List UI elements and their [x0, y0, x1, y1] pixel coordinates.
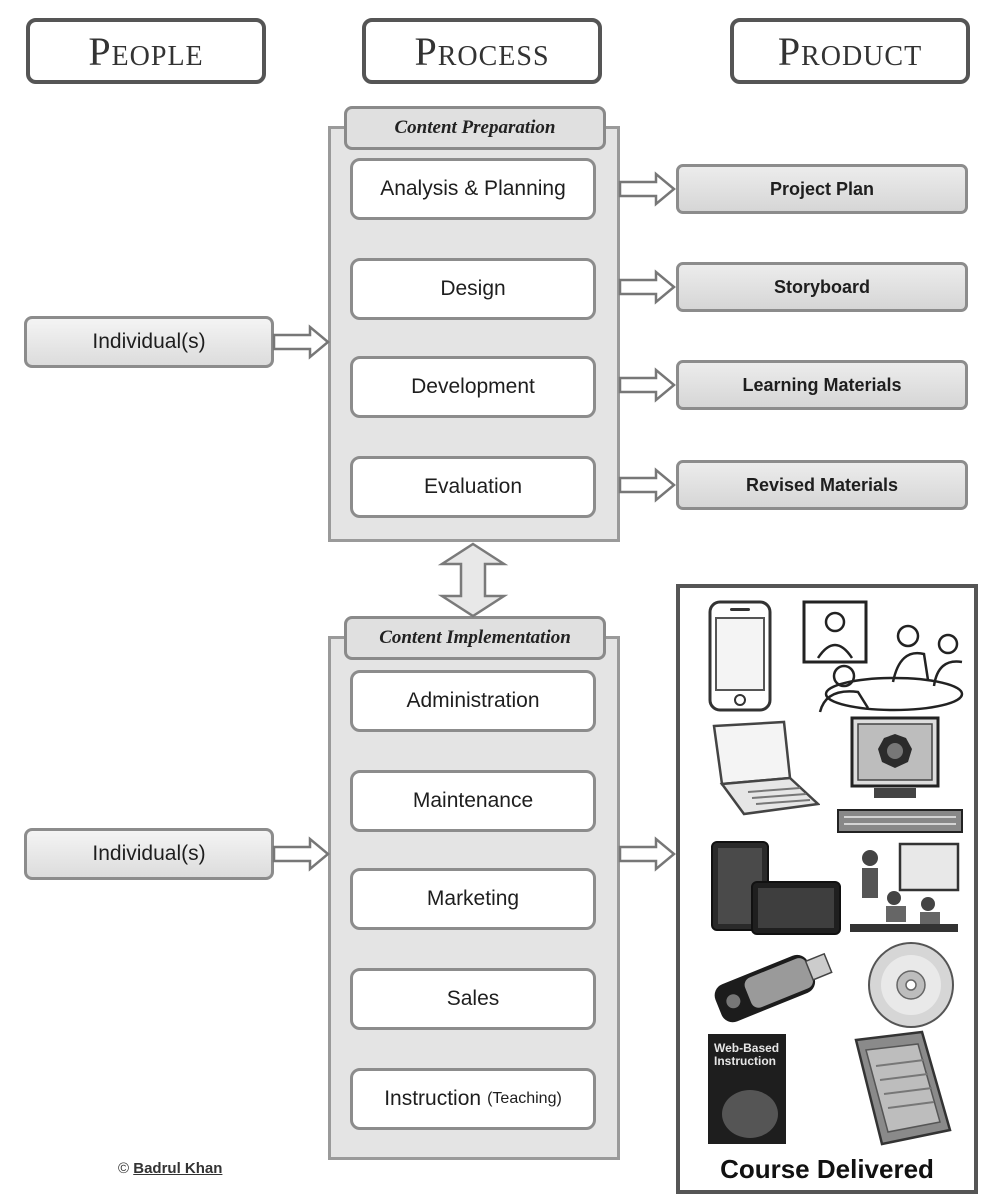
step-design: Design — [350, 258, 596, 320]
individuals-implementation: Individual(s) — [24, 828, 274, 880]
course-delivered-title: Course Delivered — [720, 1154, 934, 1184]
step-evaluation: Evaluation — [350, 456, 596, 518]
tablet-icon — [711, 841, 841, 935]
cd-disc-icon — [868, 942, 954, 1028]
videoconference-icon — [802, 600, 964, 713]
arrow-people-to-implementation — [272, 836, 330, 872]
content-implementation-title: Content Implementation — [344, 616, 606, 660]
output-learning-materials: Learning Materials — [676, 360, 968, 410]
arrow-people-to-preparation — [272, 324, 330, 360]
book-icon: Web-Based Instruction — [708, 1034, 786, 1144]
arrow-to-course-delivered — [618, 836, 676, 872]
instruction-note: (Teaching) — [487, 1090, 562, 1107]
double-arrow-preparation-implementation — [437, 542, 509, 618]
arrow-to-storyboard — [618, 269, 676, 305]
smartphone-icon — [708, 600, 772, 712]
book-cover-title: Web-Based Instruction — [714, 1041, 780, 1068]
laptop-icon — [712, 720, 820, 816]
desktop-computer-icon — [837, 716, 963, 833]
classroom-icon — [850, 842, 960, 932]
process-header: Process — [362, 18, 602, 84]
instruction-label: Instruction — [384, 1087, 482, 1110]
usb-drive-icon — [714, 952, 833, 1023]
content-preparation-title: Content Preparation — [344, 106, 606, 150]
arrow-to-revised-materials — [618, 467, 676, 503]
output-storyboard: Storyboard — [676, 262, 968, 312]
people-header: People — [26, 18, 266, 84]
step-sales: Sales — [350, 968, 596, 1030]
arrow-to-learning-materials — [618, 367, 676, 403]
step-maintenance: Maintenance — [350, 770, 596, 832]
output-project-plan: Project Plan — [676, 164, 968, 214]
course-delivered-panel: Web-Based Instruction Course Delivered — [676, 584, 978, 1194]
step-administration: Administration — [350, 670, 596, 732]
step-instruction: Instruction (Teaching) — [350, 1068, 596, 1130]
output-revised-materials: Revised Materials — [676, 460, 968, 510]
step-analysis-planning: Analysis & Planning — [350, 158, 596, 220]
product-header: Product — [730, 18, 970, 84]
ebook-reader-icon — [854, 1030, 952, 1146]
step-marketing: Marketing — [350, 868, 596, 930]
copyright-notice: © Badrul Khan — [118, 1160, 222, 1177]
arrow-to-project-plan — [618, 171, 676, 207]
individuals-preparation: Individual(s) — [24, 316, 274, 368]
copyright-symbol: © — [118, 1160, 130, 1177]
step-development: Development — [350, 356, 596, 418]
author-link[interactable]: Badrul Khan — [133, 1160, 223, 1177]
